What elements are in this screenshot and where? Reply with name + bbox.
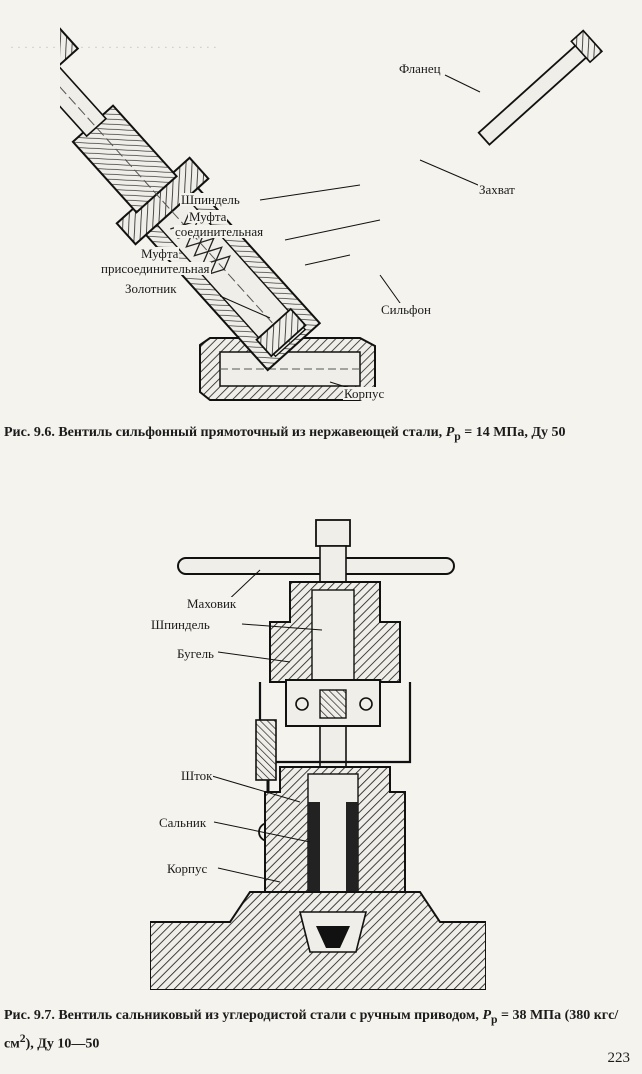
caption-figure-9-7: Рис. 9.7. Вентиль сальниковый из углерод… xyxy=(4,1006,640,1053)
gland-valve-drawing xyxy=(149,519,487,991)
label-shpindel: Шпиндель xyxy=(180,192,241,207)
caption-symbol: P xyxy=(482,1008,491,1023)
label-bugel: Бугель xyxy=(176,646,215,661)
label-mufta-soed-2: соединительная xyxy=(174,224,265,239)
caption-subscript: р xyxy=(454,429,461,443)
label-korpus: Корпус xyxy=(343,386,386,401)
label-salnik: Сальник xyxy=(158,815,208,830)
label-flanets: Фланец xyxy=(398,61,442,76)
caption-text-mid: = 38 МПа (380 кгс/см xyxy=(4,1008,619,1052)
label-shpindel-2: Шпиндель xyxy=(150,617,211,632)
figure-9-6: Фланец Шпиндель Муфта соединительная Зах… xyxy=(0,20,640,410)
caption-symbol: P xyxy=(445,425,455,440)
label-mufta-pris-1: Муфта xyxy=(140,246,180,261)
caption-text-end: ), Ду 10—50 xyxy=(25,1036,100,1052)
label-korpus-2: Корпус xyxy=(166,861,209,876)
label-mufta-soed-1: Муфта xyxy=(188,209,228,224)
page-number: 223 xyxy=(607,1050,631,1066)
caption-text: Рис. 9.7. Вентиль сальниковый из углерод… xyxy=(4,1008,483,1023)
caption-text: Рис. 9.6. Вентиль сильфонный прямоточный… xyxy=(4,425,446,440)
label-zakhvat: Захват xyxy=(478,182,516,197)
figure-9-7: Маховик Шпиндель Бугель Шток Сальник Кор… xyxy=(149,512,487,991)
label-mufta-pris-2: присоединительная xyxy=(100,261,211,276)
caption-text-end: = 14 МПа, Ду 50 xyxy=(460,425,566,440)
label-makhovik: Маховик xyxy=(186,596,238,611)
bellows-valve-drawing xyxy=(0,21,604,401)
label-zolotnik: Золотник xyxy=(124,281,178,296)
label-silfon: Сильфон xyxy=(380,302,432,317)
label-shtok: Шток xyxy=(180,768,214,783)
caption-superscript: 2 xyxy=(19,1031,26,1045)
caption-figure-9-6: Рис. 9.6. Вентиль сильфонный прямоточный… xyxy=(4,423,640,446)
caption-subscript: р xyxy=(491,1012,498,1026)
